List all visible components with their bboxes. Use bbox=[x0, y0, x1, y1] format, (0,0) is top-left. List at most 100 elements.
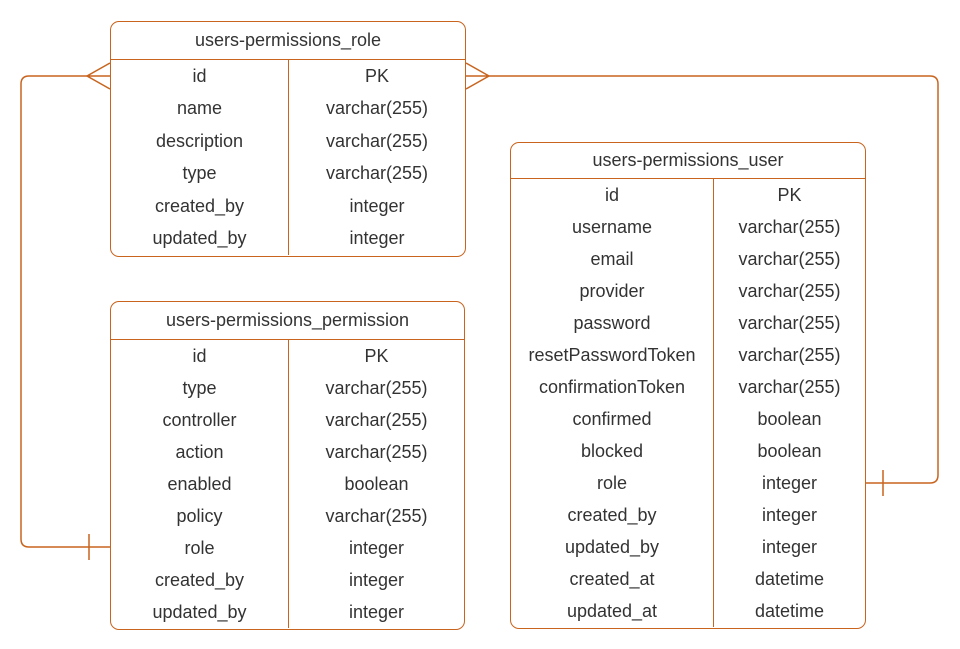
field-name: role bbox=[511, 467, 714, 499]
field-name: created_at bbox=[511, 563, 714, 595]
field-row: role integer bbox=[511, 467, 865, 499]
field-row: action varchar(255) bbox=[111, 436, 464, 468]
field-type: varchar(255) bbox=[325, 505, 428, 526]
field-row: provider varchar(255) bbox=[511, 275, 865, 307]
field-row: updated_at datetime bbox=[511, 595, 865, 627]
field-name: email bbox=[511, 243, 714, 275]
field-row: confirmed boolean bbox=[511, 403, 865, 435]
crow-foot-many-icon bbox=[85, 62, 111, 90]
field-name: created_by bbox=[111, 564, 289, 596]
field-row: email varchar(255) bbox=[511, 243, 865, 275]
field-row: password varchar(255) bbox=[511, 307, 865, 339]
field-type: varchar(255) bbox=[738, 248, 841, 269]
field-row: description varchar(255) bbox=[111, 125, 465, 158]
field-type: varchar(255) bbox=[325, 409, 428, 430]
field-type: integer bbox=[349, 195, 405, 216]
field-type: varchar(255) bbox=[738, 280, 841, 301]
field-row: id PK bbox=[111, 340, 464, 372]
relationship-role-user[interactable] bbox=[465, 62, 939, 496]
field-type: integer bbox=[761, 536, 818, 557]
field-name: id bbox=[111, 340, 289, 372]
field-type: integer bbox=[348, 537, 405, 558]
field-row: blocked boolean bbox=[511, 435, 865, 467]
field-row: updated_by integer bbox=[111, 596, 464, 628]
field-type: integer bbox=[348, 601, 405, 622]
field-row: controller varchar(255) bbox=[111, 404, 464, 436]
field-name: type bbox=[111, 157, 289, 190]
field-type: varchar(255) bbox=[325, 98, 429, 119]
field-row: resetPasswordToken varchar(255) bbox=[511, 339, 865, 371]
field-type: integer bbox=[761, 472, 818, 493]
field-name: id bbox=[111, 60, 289, 93]
field-row: type varchar(255) bbox=[111, 372, 464, 404]
field-name: provider bbox=[511, 275, 714, 307]
field-row: name varchar(255) bbox=[111, 92, 465, 125]
field-type: integer bbox=[348, 569, 405, 590]
field-row: updated_by integer bbox=[111, 222, 465, 255]
field-row: enabled boolean bbox=[111, 468, 464, 500]
field-name: username bbox=[511, 211, 714, 243]
field-name: action bbox=[111, 436, 289, 468]
field-type: varchar(255) bbox=[325, 377, 428, 398]
field-row: role integer bbox=[111, 532, 464, 564]
crow-foot-many-icon bbox=[465, 62, 491, 90]
field-name: updated_at bbox=[511, 595, 714, 627]
field-name: updated_by bbox=[111, 222, 289, 255]
field-name: enabled bbox=[111, 468, 289, 500]
field-type: varchar(255) bbox=[325, 130, 429, 151]
field-type: PK bbox=[777, 184, 802, 205]
field-type: varchar(255) bbox=[738, 344, 841, 365]
field-type: varchar(255) bbox=[738, 216, 841, 237]
field-type: PK bbox=[364, 345, 389, 366]
field-type: varchar(255) bbox=[325, 163, 429, 184]
field-type: varchar(255) bbox=[738, 312, 841, 333]
field-row: confirmationToken varchar(255) bbox=[511, 371, 865, 403]
field-name: password bbox=[511, 307, 714, 339]
table-title: users-permissions_permission bbox=[111, 302, 464, 340]
field-row: type varchar(255) bbox=[111, 157, 465, 190]
field-type: varchar(255) bbox=[325, 441, 428, 462]
field-type: integer bbox=[349, 228, 405, 249]
relationship-role-permission[interactable] bbox=[20, 62, 111, 560]
connector-line[interactable] bbox=[20, 75, 110, 548]
field-row: created_by integer bbox=[511, 499, 865, 531]
field-type: varchar(255) bbox=[738, 376, 841, 397]
field-row: id PK bbox=[111, 60, 465, 93]
field-name: role bbox=[111, 532, 289, 564]
field-name: created_by bbox=[111, 190, 289, 223]
field-name: updated_by bbox=[511, 531, 714, 563]
field-name: blocked bbox=[511, 435, 714, 467]
field-name: id bbox=[511, 179, 714, 211]
field-row: created_by integer bbox=[111, 190, 465, 223]
field-type: datetime bbox=[754, 568, 825, 589]
field-type: integer bbox=[761, 504, 818, 525]
field-name: controller bbox=[111, 404, 289, 436]
field-row: username varchar(255) bbox=[511, 211, 865, 243]
field-name: resetPasswordToken bbox=[511, 339, 714, 371]
field-type: PK bbox=[364, 65, 389, 86]
field-type: boolean bbox=[757, 408, 822, 429]
field-name: type bbox=[111, 372, 289, 404]
field-row: created_by integer bbox=[111, 564, 464, 596]
field-name: confirmationToken bbox=[511, 371, 714, 403]
field-name: name bbox=[111, 92, 289, 125]
field-name: updated_by bbox=[111, 596, 289, 628]
field-row: updated_by integer bbox=[511, 531, 865, 563]
field-name: description bbox=[111, 125, 289, 158]
field-name: confirmed bbox=[511, 403, 714, 435]
field-type: datetime bbox=[754, 600, 825, 621]
field-type: boolean bbox=[344, 473, 409, 494]
connector-line[interactable] bbox=[489, 75, 939, 484]
table-title: users-permissions_role bbox=[111, 22, 465, 60]
field-name: created_by bbox=[511, 499, 714, 531]
field-type: boolean bbox=[757, 440, 822, 461]
field-row: id PK bbox=[511, 179, 865, 211]
table-title: users-permissions_user bbox=[511, 143, 865, 179]
field-row: created_at datetime bbox=[511, 563, 865, 595]
